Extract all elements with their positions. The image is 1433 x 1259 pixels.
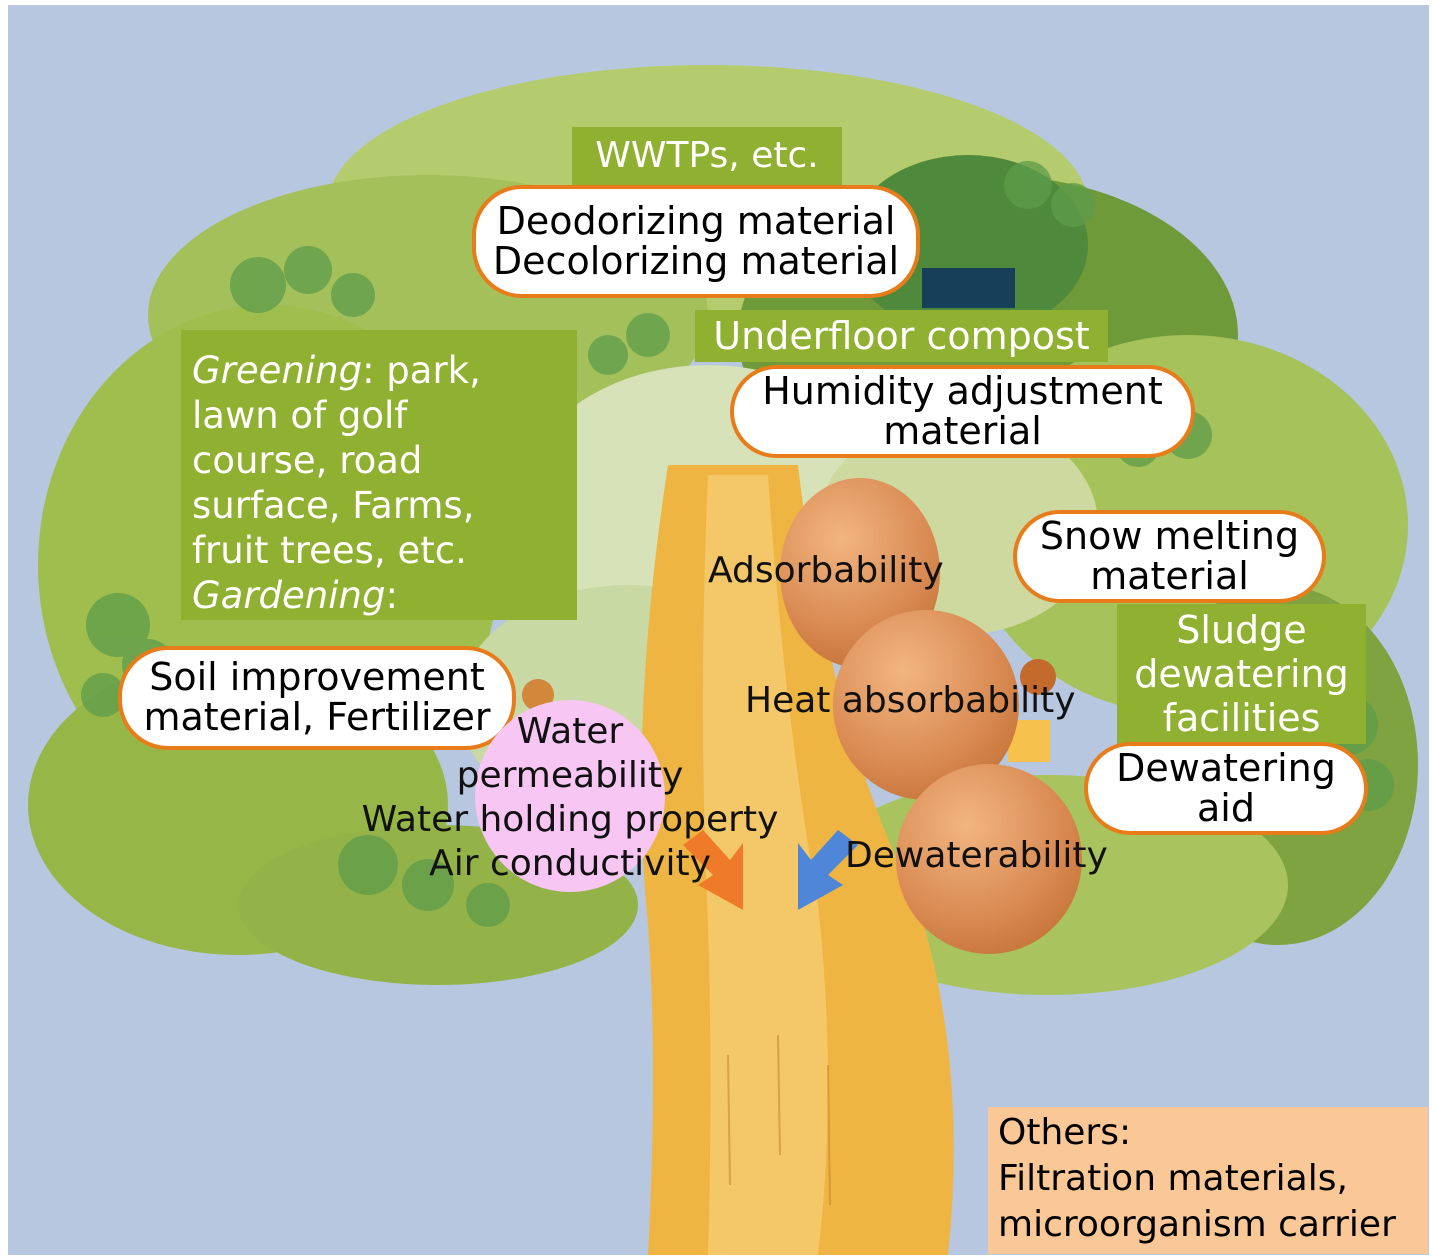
dewaterability-label: Dewaterability bbox=[845, 835, 1108, 876]
decolorizing-label: Decolorizing material bbox=[492, 238, 900, 283]
gardening-text: : bbox=[385, 574, 398, 617]
snow-melting-label-2: material bbox=[1090, 553, 1249, 598]
arrow-blue-icon bbox=[798, 830, 858, 910]
greening-box: Greening: park, lawn of golf course, roa… bbox=[181, 330, 577, 620]
snow-melting-label: Snow melting bbox=[1039, 513, 1300, 558]
heat-absorbability-label: Heat absorbability bbox=[745, 680, 1076, 721]
deodorizing-label: Deodorizing material bbox=[496, 198, 896, 243]
fruit-accent bbox=[1020, 659, 1056, 695]
trunk-lines bbox=[727, 1034, 831, 1206]
underfloor-compost-box: Underfloor compost bbox=[695, 310, 1108, 362]
humidity-label-2: material bbox=[883, 408, 1042, 453]
dewatering-aid-label: Dewatering bbox=[1116, 745, 1336, 790]
others-box: Others: Filtration materials, microorgan… bbox=[988, 1107, 1428, 1254]
soil-improvement-pill: Soil improvement material, Fertilizer bbox=[118, 646, 516, 750]
gardening-term: Gardening bbox=[192, 574, 386, 617]
adsorbability-label: Adsorbability bbox=[708, 550, 944, 591]
sludge-facilities-box: Sludge dewatering facilities bbox=[1117, 604, 1366, 744]
humidity-label: Humidity adjustment bbox=[762, 368, 1163, 413]
dewatering-aid-label-2: aid bbox=[1197, 785, 1255, 830]
water-permeability-label: Water permeability Water holding propert… bbox=[361, 711, 779, 884]
soil-improvement-label: Soil improvement bbox=[149, 655, 485, 700]
dewaterability-ball bbox=[896, 764, 1082, 954]
greening-text: : park, lawn of golf course, road surfac… bbox=[192, 349, 481, 572]
wwtp-label: WWTPs, etc. bbox=[595, 135, 819, 176]
wwtp-label-box: WWTPs, etc. bbox=[572, 127, 842, 185]
underfloor-compost-label: Underfloor compost bbox=[713, 314, 1090, 358]
greening-term: Greening bbox=[192, 349, 363, 392]
snow-melting-pill: Snow melting material bbox=[1013, 510, 1326, 603]
water-permeability-ball bbox=[475, 700, 665, 892]
dark-block bbox=[922, 268, 1015, 308]
humidity-pill: Humidity adjustment material bbox=[730, 365, 1195, 458]
sludge-facilities-label: Sludge dewatering facilities bbox=[1134, 608, 1349, 740]
fertilizer-label: material, Fertilizer bbox=[143, 695, 491, 739]
others-label: Others: Filtration materials, microorgan… bbox=[998, 1112, 1396, 1245]
deodorizing-pill: Deodorizing material Decolorizing materi… bbox=[472, 185, 920, 298]
arrow-orange-icon bbox=[683, 830, 743, 910]
dewatering-aid-pill: Dewatering aid bbox=[1084, 742, 1368, 835]
